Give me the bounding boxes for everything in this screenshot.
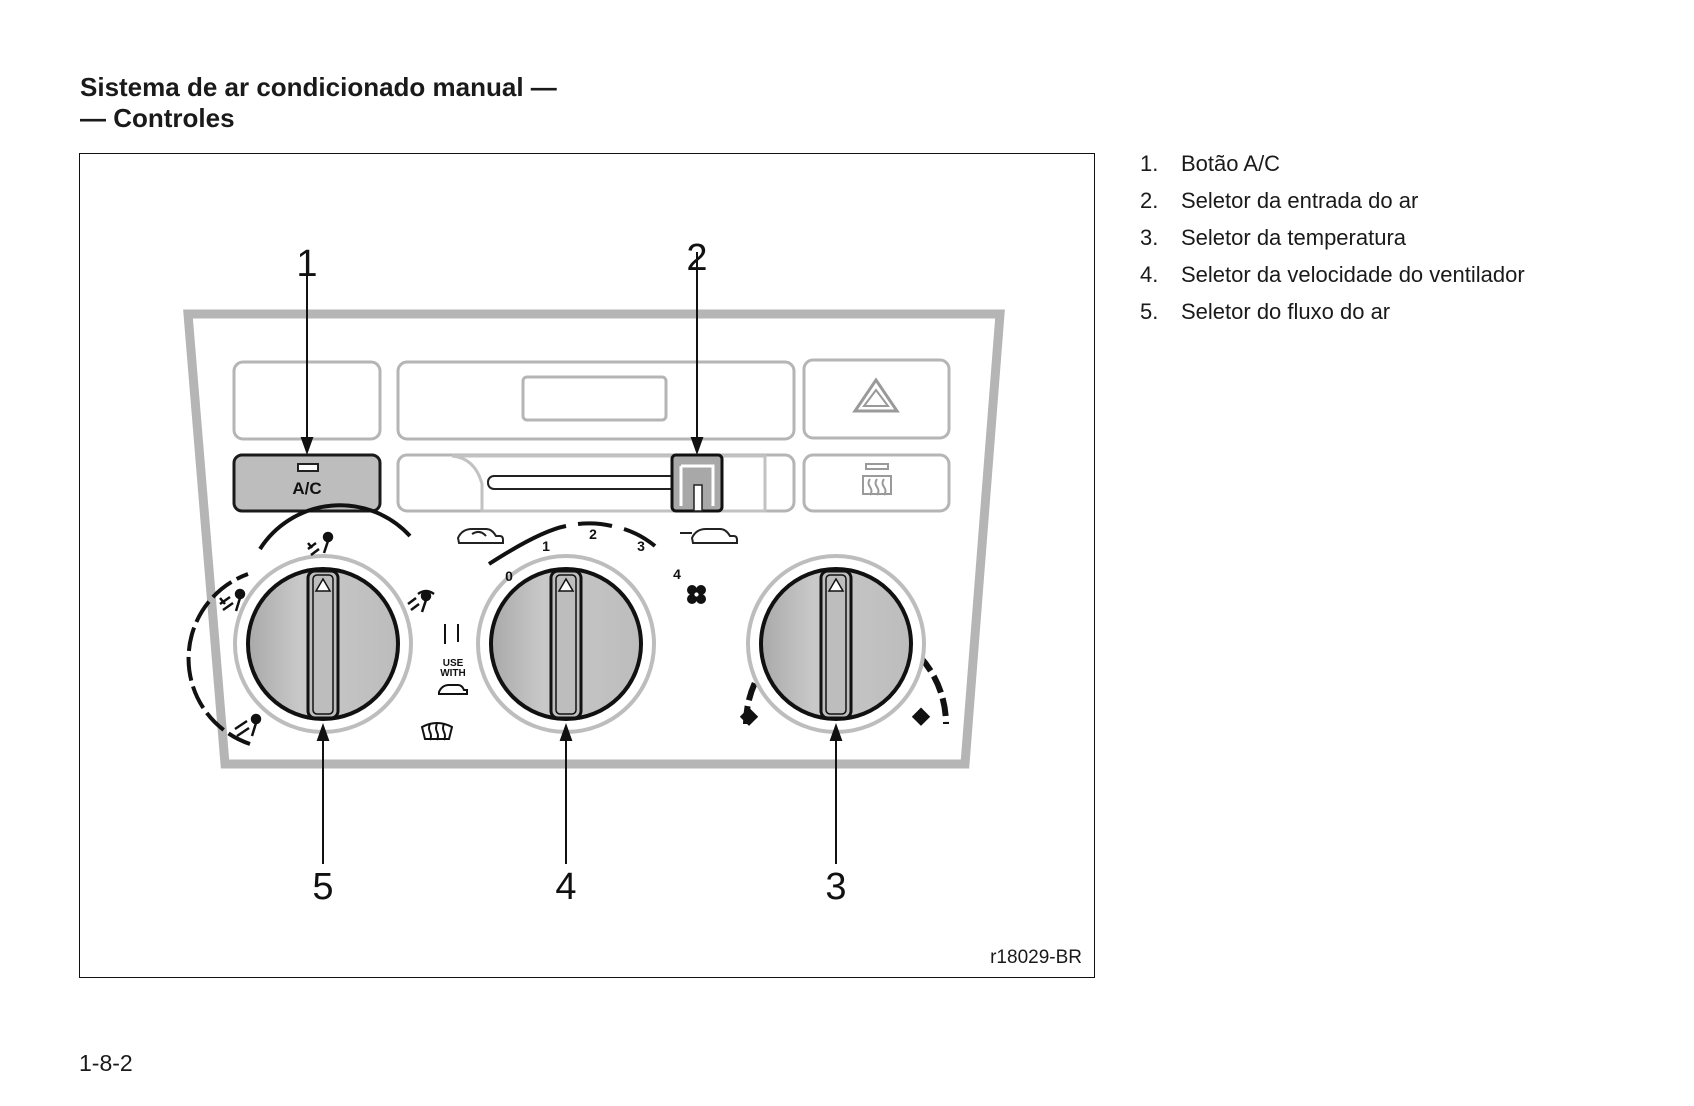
use-with-ac-label: USE WITH [438,624,468,695]
fan-speed-4: 4 [673,566,681,582]
use-label: USE [443,658,464,669]
bilevel-icon [219,588,246,612]
knob-4-grip-inner [555,574,577,715]
rear-defrost-icon [862,463,892,496]
hazard-icon [852,377,900,413]
callout-2: 2 [686,237,707,279]
ac-indicator-light [297,463,319,472]
slider-knob-grip [679,464,715,506]
fan-arc [487,521,657,566]
air-intake-slider-track [487,475,694,490]
legend-text: Botão A/C [1181,151,1281,176]
fan-speed-0: 0 [505,568,513,584]
temperature-selector-knob[interactable] [739,554,949,734]
callout-lines [300,252,843,864]
fan-speed-selector-knob[interactable] [476,521,657,734]
legend-item: 1. Botão A/C [1140,150,1525,187]
mode-arc [186,572,251,746]
fan-speed-2: 2 [589,526,597,542]
legend-list: 1. Botão A/C 2. Seletor da entrada do ar 3… [1140,150,1525,335]
knob-3-grip-inner [825,574,847,715]
figure-code: r18029-BR [990,947,1082,968]
heading-line-2: — Controles [80,103,235,133]
callout-1: 1 [296,243,317,285]
page-number: 1-8-2 [79,1050,133,1076]
legend-number: 4. [1140,262,1159,287]
control-panel-illustration: A/C [183,237,1005,908]
slider-knob-notch [693,484,703,512]
heading-line-1: Sistema de ar condicionado manual — [80,72,557,102]
floor-defrost-icon [407,589,435,613]
control-panel-figure: A/C [79,153,1095,978]
display-window [521,375,668,422]
temp-arc-end-left [739,707,759,726]
legend-number: 2. [1140,188,1159,213]
fan-speed-1: 1 [542,538,550,554]
legend-number: 5. [1140,299,1159,324]
legend-text: Seletor da entrada do ar [1181,188,1419,213]
callout-3: 3 [825,866,846,908]
fan-speed-3: 3 [637,538,645,554]
page-heading: Sistema de ar condicionado manual — — Co… [80,72,557,134]
legend-text: Seletor da temperatura [1181,225,1407,250]
legend-item: 2. Seletor da entrada do ar [1140,187,1525,224]
legend-number: 1. [1140,151,1159,176]
knob-5-pointer [314,577,332,592]
knob-5-grip [306,569,340,720]
knob-4-grip [549,569,583,720]
knob-3-grip [819,569,853,720]
callout-4: 4 [555,866,576,908]
legend-text: Seletor da velocidade do ventilador [1181,262,1525,287]
temp-arc-end-right [911,707,931,726]
legend-item: 5. Seletor do fluxo do ar [1140,298,1525,335]
with-label: WITH [440,668,466,679]
hazard-button[interactable] [802,358,951,440]
airflow-selector-knob[interactable] [186,503,413,746]
legend-item: 4. Seletor da velocidade do ventilador [1140,261,1525,298]
fan-icon [687,585,706,604]
mode-arc-top [258,503,412,551]
legend-number: 3. [1140,225,1159,250]
legend-item: 3. Seletor da temperatura [1140,224,1525,261]
ac-button-label: A/C [292,479,321,498]
face-vent-icon [234,713,262,738]
fresh-air-icon [680,528,738,544]
knob-4-pointer [557,577,575,592]
knob-3-pointer [827,577,845,592]
knob-5-grip-inner [312,574,334,715]
floor-icon [307,531,334,556]
callout-5: 5 [312,866,333,908]
use-with-bracket [444,624,459,644]
legend-text: Seletor do fluxo do ar [1181,299,1391,324]
defrost-icon [420,722,454,741]
use-with-car [438,684,468,695]
recirculate-icon [456,528,504,544]
